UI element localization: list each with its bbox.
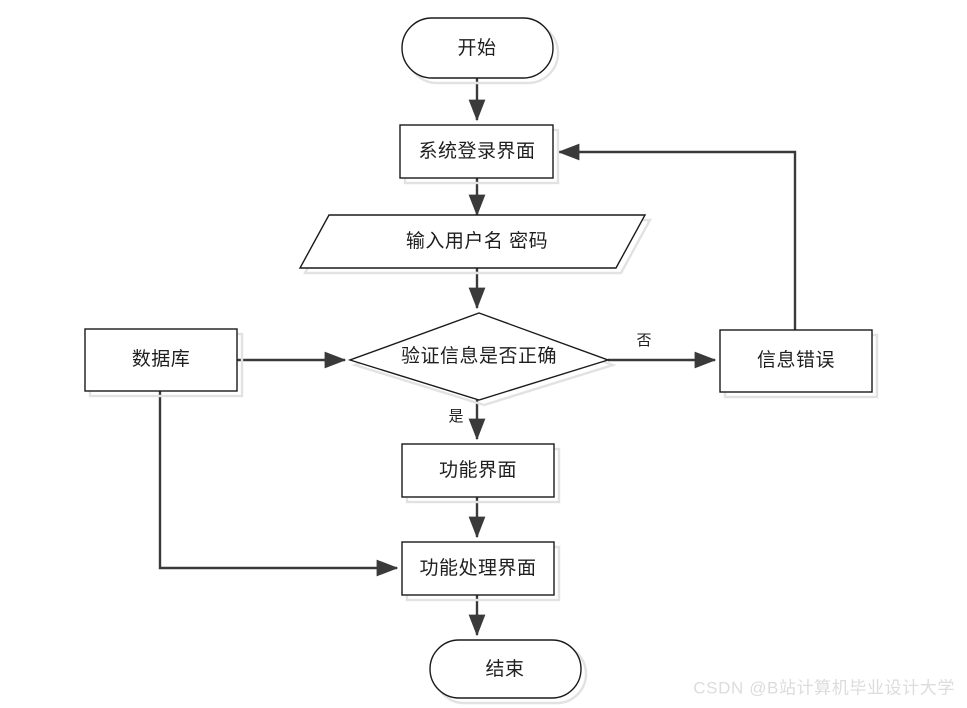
node-end-label: 结束 (485, 658, 524, 680)
node-input-credentials-shape (298, 214, 647, 269)
edge-label-yes: 是 (448, 408, 463, 425)
node-start-label: 开始 (457, 37, 496, 59)
node-start-shape (401, 17, 554, 79)
node-verify[interactable]: 验证信息是否正确 (347, 312, 617, 407)
watermark: CSDN @B站计算机毕业设计大学 (693, 678, 955, 697)
node-feature-process-ui-shape (401, 541, 555, 596)
node-database[interactable]: 数据库 (84, 328, 244, 398)
node-database-shape (84, 328, 238, 392)
node-end[interactable]: 结束 (429, 639, 588, 705)
edge-label-no: 否 (636, 332, 651, 349)
node-database-label: 数据库 (132, 348, 191, 370)
node-error-shape (719, 329, 873, 393)
node-input-credentials-label: 输入用户名 密码 (406, 230, 548, 252)
node-input-credentials[interactable]: 输入用户名 密码 (298, 214, 653, 275)
node-feature-process-ui-label: 功能处理界面 (419, 557, 536, 579)
edge-database-to-feature-process-ui (158, 391, 399, 577)
edge-labels-layer: 否 是 (448, 332, 651, 425)
node-error[interactable]: 信息错误 (719, 329, 879, 399)
node-login-ui-label: 系统登录界面 (418, 140, 535, 162)
node-login-ui-shape (399, 124, 554, 179)
node-start[interactable]: 开始 (401, 17, 560, 85)
node-feature-ui-label: 功能界面 (439, 459, 517, 481)
node-end-shape (429, 639, 582, 699)
node-verify-shape (347, 312, 611, 401)
edges-layer (158, 78, 797, 637)
node-feature-ui[interactable]: 功能界面 (401, 443, 561, 504)
edge-error-to-login-ui (557, 143, 797, 330)
node-verify-label: 验证信息是否正确 (401, 345, 557, 367)
node-feature-process-ui[interactable]: 功能处理界面 (401, 541, 561, 602)
node-feature-ui-shape (401, 443, 555, 498)
node-error-label: 信息错误 (757, 349, 835, 371)
node-login-ui[interactable]: 系统登录界面 (399, 124, 560, 185)
